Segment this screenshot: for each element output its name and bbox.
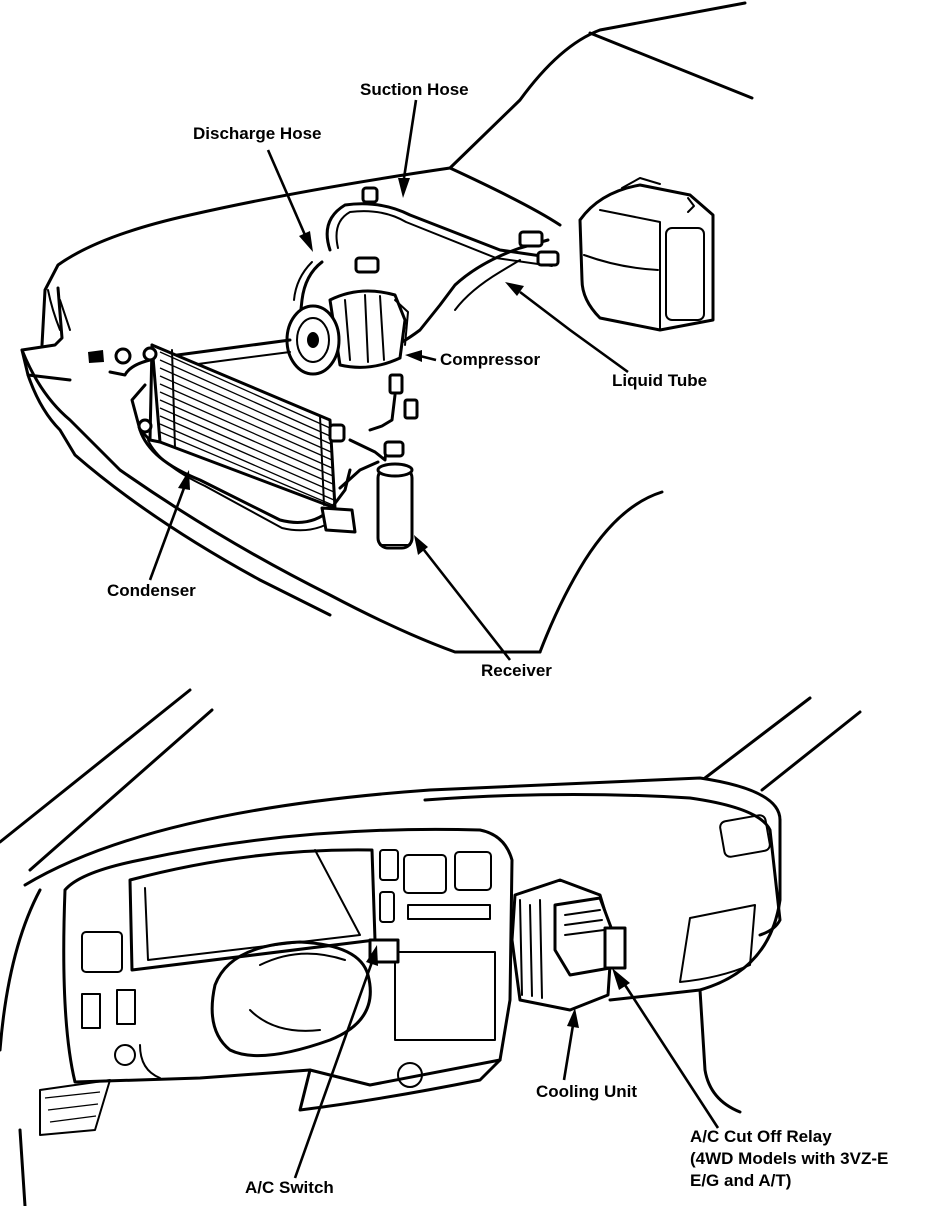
bolt-receiver-1 [388,373,404,395]
receiver [338,438,414,550]
pedal-area [44,1091,101,1123]
center-vent-4 [379,891,395,923]
condenser-inlet-line [108,358,152,377]
engine-bay-view [20,1,754,654]
label-ac-cut-off-relay-note-2: E/G and A/T) [690,1171,792,1190]
label-suction-hose: Suction Hose [360,80,469,99]
label-discharge-hose: Discharge Hose [193,124,322,143]
knee-panel [39,1044,161,1136]
fitting-right [328,423,346,443]
radio-panel [394,951,496,1041]
cluster-inner [144,849,361,961]
liquid-tube-lower [454,259,521,311]
fitting-2 [536,250,560,267]
suction-hose-outer [335,210,553,267]
label-ac-cut-off-relay: A/C Cut Off Relay [690,1127,832,1146]
left-switch-1 [81,993,101,1029]
fender-line [588,31,754,100]
lower-console [298,1058,502,1112]
lower-leaders [293,945,720,1179]
evaporator-box [578,177,715,332]
discharge-hose [298,260,324,320]
center-vent-1 [379,849,399,881]
a-pillar-right-inner [760,710,862,792]
radio-slot [407,904,491,920]
discharge-hose-2 [293,261,313,301]
bolt-receiver-2 [403,398,419,420]
bolt-left [88,350,104,363]
fitting-3 [354,256,380,274]
dash-top-pad [423,792,782,937]
cluster-surround [62,827,514,1087]
wheel-arch [538,490,664,654]
a-pillar-left [0,688,192,844]
steering-wheel [210,940,372,1058]
door-edge [0,888,42,1206]
fitting-1 [518,230,544,248]
label-ac-cut-off-relay-note-1: (4WD Models with 3VZ-E [690,1149,889,1168]
inner-fender [47,289,71,331]
left-switch-2 [116,989,136,1025]
center-vent-3 [454,851,492,891]
dash-top [23,776,782,887]
right-vent [719,814,771,858]
fitting-left-2 [142,346,158,362]
cluster-hood [128,848,377,972]
label-cooling-unit: Cooling Unit [536,1082,638,1101]
bolt-1 [361,186,379,204]
center-vent-2 [403,854,447,894]
fitting-left-1 [114,347,132,365]
left-vent [81,931,123,973]
lower-knob [397,1062,423,1088]
dash-right [608,818,782,1002]
label-compressor: Compressor [440,350,541,369]
fitting-left-3 [137,418,153,434]
cowl-line [448,166,562,227]
label-condenser: Condenser [107,581,196,600]
label-receiver: Receiver [481,661,552,680]
hood-outline [40,1,747,347]
glovebox [679,904,756,983]
condenser-lower-line [130,383,152,442]
dash-right-lower [698,988,742,1114]
suction-hose [325,202,557,260]
upper-leaders [148,99,629,661]
steering-column [249,952,346,1032]
bumper-lower [26,373,332,617]
label-ac-switch: A/C Switch [245,1178,334,1197]
compressor [285,289,409,376]
left-knob [114,1044,136,1066]
front-bumper [20,348,542,654]
cooling-unit [510,878,627,1012]
a-pillar-left-inner [28,708,214,872]
receiver-upper-line [368,393,397,432]
bracket [320,506,357,534]
lower-outlet-line-2 [147,439,341,532]
label-liquid-tube: Liquid Tube [612,371,708,390]
a-pillar-right [703,696,812,780]
dashboard-view [0,688,862,1206]
